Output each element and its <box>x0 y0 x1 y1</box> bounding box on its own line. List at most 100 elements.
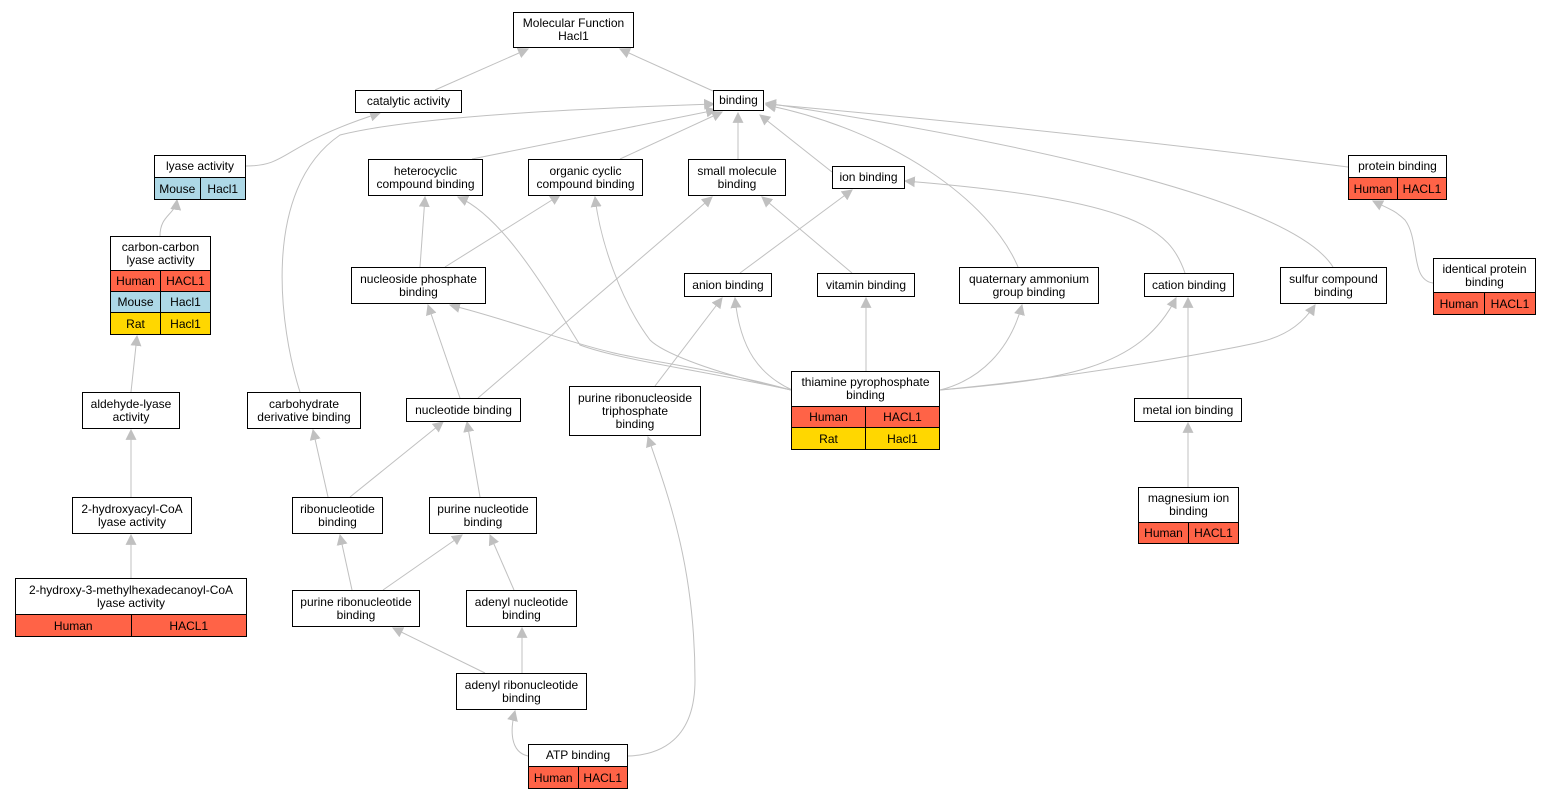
node-carbon-carbon-lyase-activity[interactable]: carbon-carbon lyase activity Human HACL1… <box>110 236 211 335</box>
node-label: carbon-carbon lyase activity <box>110 236 211 271</box>
node-label: carbohydrate derivative binding <box>247 392 361 429</box>
node-adenyl-ribonucleotide-binding[interactable]: adenyl ribonucleotide binding <box>456 673 587 710</box>
node-catalytic-activity[interactable]: catalytic activity <box>355 90 462 113</box>
node-sulfur-compound-binding[interactable]: sulfur compound binding <box>1280 267 1387 304</box>
edge-ribonucleotide-to-nucleotide <box>349 421 444 498</box>
edge-nucleotide-to-small-molecule <box>477 196 713 399</box>
annotation-row: Human HACL1 <box>791 407 940 428</box>
edge-anion-to-ion-binding <box>739 189 853 274</box>
node-ribonucleotide-binding[interactable]: ribonucleotide binding <box>292 497 383 534</box>
node-purine-ribonucleotide-binding[interactable]: purine ribonucleotide binding <box>292 590 420 627</box>
edge-purine-nucleotide-to-nucleotide <box>463 420 481 498</box>
edge-vitamin-to-small-molecule <box>761 196 853 274</box>
annotation-row: Human HACL1 <box>110 271 211 292</box>
node-label: ion binding <box>832 166 905 189</box>
node-label: heterocyclic compound binding <box>368 159 483 196</box>
gene-cell: HACL1 <box>577 767 627 788</box>
node-label: vitamin binding <box>817 273 915 297</box>
node-label: sulfur compound binding <box>1280 267 1387 304</box>
node-carbohydrate-derivative-binding[interactable]: carbohydrate derivative binding <box>247 392 361 429</box>
edge-protein-binding-to-binding <box>764 99 1349 168</box>
node-adenyl-nucleotide-binding[interactable]: adenyl nucleotide binding <box>466 590 577 627</box>
node-thiamine-pyrophosphate-binding[interactable]: thiamine pyrophosphate binding Human HAC… <box>791 371 940 450</box>
species-cell: Human <box>792 407 865 427</box>
edge-thiamine-to-organic-cyclic <box>590 195 792 391</box>
node-nucleoside-phosphate-binding[interactable]: nucleoside phosphate binding <box>351 267 486 304</box>
species-cell: Mouse <box>155 178 200 199</box>
node-label: magnesium ion binding <box>1138 487 1239 523</box>
node-metal-ion-binding[interactable]: metal ion binding <box>1134 398 1242 422</box>
node-purine-nucleotide-binding[interactable]: purine nucleotide binding <box>429 497 537 534</box>
node-label: lyase activity <box>154 155 246 178</box>
node-aldehyde-lyase-activity[interactable]: aldehyde-lyase activity <box>82 392 180 429</box>
gene-cell: HACL1 <box>1188 523 1238 543</box>
node-2-hydroxyacyl-coa-lyase-activity[interactable]: 2-hydroxyacyl-CoA lyase activity <box>72 497 192 534</box>
node-ion-binding[interactable]: ion binding <box>832 166 905 189</box>
node-binding[interactable]: binding <box>713 90 764 111</box>
node-label: adenyl ribonucleotide binding <box>456 673 587 710</box>
edge-identical-protein-to-protein-binding <box>1372 200 1434 284</box>
node-vitamin-binding[interactable]: vitamin binding <box>817 273 915 297</box>
node-label: ATP binding <box>528 744 628 767</box>
node-2-hydroxy-3-methylhexadecanoyl-coa-lyase-activity[interactable]: 2-hydroxy-3-methylhexadecanoyl-CoA lyase… <box>15 578 247 637</box>
node-quaternary-ammonium-group-binding[interactable]: quaternary ammonium group binding <box>959 267 1099 304</box>
node-label: Molecular Function Hacl1 <box>513 12 634 48</box>
edge-thiamine-to-sulfur <box>939 304 1316 391</box>
node-label: thiamine pyrophosphate binding <box>791 371 940 407</box>
node-anion-binding[interactable]: anion binding <box>684 273 772 297</box>
node-label: identical protein binding <box>1433 258 1536 293</box>
edge-thiamine-to-nucleoside-phosphate <box>448 302 792 391</box>
node-protein-binding[interactable]: protein binding Human HACL1 <box>1348 155 1447 200</box>
species-cell: Rat <box>792 428 865 449</box>
node-label: adenyl nucleotide binding <box>466 590 577 627</box>
annotation-row: Mouse Hacl1 <box>154 178 246 200</box>
gene-cell: HACL1 <box>160 271 210 291</box>
node-label: metal ion binding <box>1134 398 1242 422</box>
node-magnesium-ion-binding[interactable]: magnesium ion binding Human HACL1 <box>1138 487 1239 544</box>
edge-aldehyde-lyase-to-cc-lyase <box>130 334 142 393</box>
node-molecular-function[interactable]: Molecular Function Hacl1 <box>513 12 634 48</box>
edge-ribonucleotide-to-carbohydrate <box>309 428 329 498</box>
edge-lyase-to-catalytic <box>245 110 382 167</box>
species-cell: Human <box>1434 293 1484 314</box>
node-label: 2-hydroxyacyl-CoA lyase activity <box>72 497 192 534</box>
node-purine-ribonucleoside-triphosphate-binding[interactable]: purine ribonucleoside triphosphate bindi… <box>569 386 701 436</box>
node-nucleotide-binding[interactable]: nucleotide binding <box>406 398 521 422</box>
annotation-row: Human HACL1 <box>528 767 628 789</box>
node-identical-protein-binding[interactable]: identical protein binding Human HACL1 <box>1433 258 1536 315</box>
gene-cell: HACL1 <box>130 615 246 636</box>
gene-cell: Hacl1 <box>865 428 939 449</box>
edge-sulfur-to-binding <box>764 99 1334 268</box>
edge-ion-binding-to-binding <box>759 114 833 173</box>
node-lyase-activity[interactable]: lyase activity Mouse Hacl1 <box>154 155 246 200</box>
node-label: 2-hydroxy-3-methylhexadecanoyl-CoA lyase… <box>15 578 247 615</box>
gene-cell: Hacl1 <box>160 292 210 312</box>
node-label: cation binding <box>1144 273 1234 297</box>
edge-catalytic-to-mf <box>434 47 530 91</box>
annotation-row: Human HACL1 <box>15 615 247 637</box>
edge-purine-ribonucleotide-to-purine-nucleotide <box>382 534 463 591</box>
edge-thiamine-to-heterocyclic <box>456 195 792 391</box>
node-label: quaternary ammonium group binding <box>959 267 1099 304</box>
node-cation-binding[interactable]: cation binding <box>1144 273 1234 297</box>
node-heterocyclic-compound-binding[interactable]: heterocyclic compound binding <box>368 159 483 196</box>
edge-cc-lyase-to-lyase <box>159 198 182 237</box>
edge-binding-to-mf <box>618 48 714 92</box>
node-atp-binding[interactable]: ATP binding Human HACL1 <box>528 744 628 789</box>
node-label: anion binding <box>684 273 772 297</box>
edge-nucleoside-phosphate-to-organic-cyclic <box>444 194 561 268</box>
edge-adenyl-nucleotide-to-purine-nucleotide <box>488 533 515 591</box>
edge-quaternary-to-binding <box>764 101 1019 268</box>
edge-heterocyclic-to-binding <box>471 106 718 160</box>
edge-atp-to-purine-ribonucleoside-tp <box>627 435 696 757</box>
node-organic-cyclic-compound-binding[interactable]: organic cyclic compound binding <box>528 159 643 196</box>
gene-cell: HACL1 <box>865 407 939 427</box>
node-label: nucleotide binding <box>406 398 521 422</box>
annotation-row: Human HACL1 <box>1348 178 1447 200</box>
edge-adenyl-ribonucleotide-to-purine-ribonucleotide <box>392 627 486 674</box>
node-small-molecule-binding[interactable]: small molecule binding <box>688 159 786 196</box>
annotation-row: Mouse Hacl1 <box>110 292 211 313</box>
edge-atp-to-adenyl-ribonucleotide <box>507 709 529 757</box>
